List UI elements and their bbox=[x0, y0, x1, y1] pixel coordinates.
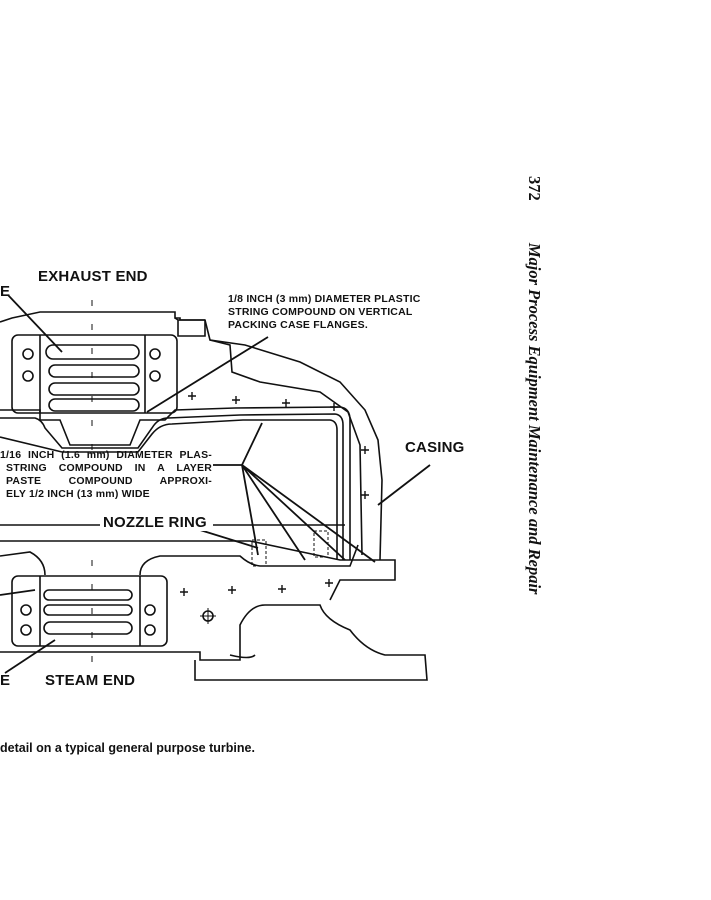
note-sixteenth-inch-line: 1/16 INCH (1.6 mm) DIAMETER PLAS- bbox=[0, 449, 212, 461]
note-sixteenth-inch-line: STRING COMPOUND IN A LAYER bbox=[6, 462, 212, 474]
exhaust-end-label: EXHAUST END bbox=[38, 268, 148, 285]
note-sixteenth-inch-line: ELY 1/2 INCH (13 mm) WIDE bbox=[6, 488, 150, 500]
casing-label: CASING bbox=[405, 439, 465, 456]
figure-caption: detail on a typical general purpose turb… bbox=[0, 741, 255, 755]
note-eighth-inch: 1/8 INCH (3 mm) DIAMETER PLASTIC STRING … bbox=[228, 293, 421, 332]
cut-label-top: E bbox=[0, 283, 11, 300]
lower-casing-outline bbox=[0, 560, 428, 681]
horizontal-joint bbox=[0, 524, 396, 601]
note-eighth-inch-line: PACKING CASE FLANGES. bbox=[228, 319, 368, 331]
steam-end-label: STEAM END bbox=[45, 672, 136, 689]
book-title: Major Process Equipment Maintenance and … bbox=[525, 242, 544, 595]
leader-arrows bbox=[0, 294, 431, 674]
note-eighth-inch-line: STRING COMPOUND ON VERTICAL bbox=[228, 306, 413, 318]
note-sixteenth-inch: 1/16 INCH (1.6 mm) DIAMETER PLAS- STRING… bbox=[0, 449, 212, 501]
upper-casing-outline bbox=[0, 300, 383, 561]
note-eighth-inch-line: 1/8 INCH (3 mm) DIAMETER PLASTIC bbox=[228, 293, 421, 305]
bolt-markers bbox=[180, 392, 369, 596]
note-sixteenth-inch-line: PASTE COMPOUND APPROXI- bbox=[6, 475, 212, 487]
nozzle-ring-label: NOZZLE RING bbox=[101, 514, 209, 531]
cut-label-bottom: E bbox=[0, 672, 11, 689]
running-header: 372 Major Process Equipment Maintenance … bbox=[524, 176, 544, 594]
page-number: 372 bbox=[525, 176, 544, 201]
